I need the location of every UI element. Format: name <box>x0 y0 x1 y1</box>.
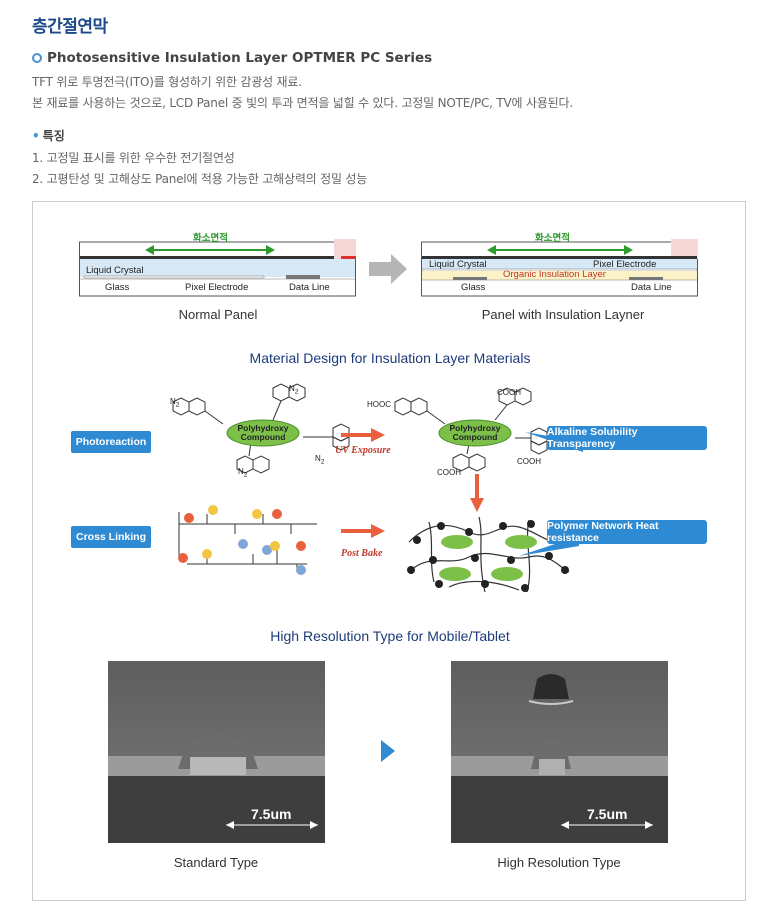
circle-bullet-icon <box>32 53 42 63</box>
red-bar <box>341 256 356 259</box>
a-group-4 <box>262 545 272 555</box>
data-line-block-left <box>453 277 487 280</box>
a-group-2 <box>252 509 262 519</box>
b-group-4 <box>296 541 306 551</box>
bottom-glass <box>80 279 355 295</box>
normal-panel-caption: Normal Panel <box>178 307 258 322</box>
a-group-1 <box>208 505 218 515</box>
gray-right-arrow-icon <box>369 254 407 284</box>
liquid-crystal-layer <box>422 259 697 271</box>
insulation-panel-diagram <box>421 239 698 297</box>
description-line-2: 본 재료를 사용하는 것으로, LCD Panel 중 빛의 투과 면적을 넓힐… <box>32 96 573 110</box>
n2-label-1: N2 <box>170 397 180 409</box>
n2-label-3: N2 <box>315 454 325 466</box>
normal-panel-diagram <box>79 239 356 297</box>
material-heading: Material Design for Insulation Layer Mat… <box>249 350 531 366</box>
black-matrix <box>422 256 697 259</box>
organic-insulation-label: Organic Insulation Layer <box>503 269 606 280</box>
left-data-line-label: Data Line <box>289 282 330 293</box>
a-group-3 <box>238 539 248 549</box>
pink-highlight <box>334 239 356 259</box>
b-group-3 <box>178 553 188 563</box>
b-group-1 <box>184 513 194 523</box>
photoreaction-label: Photoreaction <box>71 431 151 453</box>
sem-image-standard: 7.5um <box>108 661 325 843</box>
pink-highlight <box>671 239 698 259</box>
resolution-heading: High Resolution Type for Mobile/Tablet <box>270 628 510 644</box>
hooc-label: HOOC <box>367 400 391 409</box>
alkaline-solubility-callout: Alkaline Solubility Transparency <box>547 426 707 450</box>
b-group-5 <box>296 565 306 575</box>
description-line-1: TFT 위로 투명전극(ITO)를 형성하기 위한 감광성 재료. <box>32 75 302 89</box>
cooh-label-1: COOH <box>497 388 521 397</box>
pixel-electrode-line <box>83 275 265 279</box>
organic-insulation-layer <box>422 271 697 280</box>
features-heading: •특징 <box>32 127 65 144</box>
feature-item-2: 2. 고평탄성 및 고해상도 Panel에 적용 가능한 고해상력의 정밀 성능 <box>32 172 368 186</box>
standard-type-caption: Standard Type <box>173 855 259 870</box>
right-glass-label: Glass <box>461 282 486 293</box>
n2-label-4: N2 <box>238 467 248 479</box>
right-data-line-label: Data Line <box>631 282 672 293</box>
data-line-block <box>286 275 320 279</box>
data-line-block-right <box>629 277 663 280</box>
uv-exposure-label: UV Exposure <box>335 445 391 456</box>
arrow-head-right <box>266 245 275 255</box>
left-pixel-electrode-label: Pixel Electrode <box>185 282 249 293</box>
cross-linking-polymer-chains <box>178 505 317 575</box>
sem-image-high-resolution: 7.5um <box>451 661 668 843</box>
features-heading-text: 특징 <box>42 129 65 143</box>
cross-linking-label: Cross Linking <box>71 526 151 548</box>
red-down-arrow-icon <box>470 474 484 512</box>
blue-play-arrow-icon <box>381 740 395 762</box>
a-group-5 <box>202 549 212 559</box>
photoreaction-molecule-left <box>172 383 350 474</box>
post-bake-label: Post Bake <box>341 548 383 559</box>
liquid-crystal-layer <box>80 259 355 277</box>
cooh-label-2: COOH <box>517 457 541 466</box>
section-title: Photosensitive Insulation Layer OPTMER P… <box>32 50 432 66</box>
red-arrow-icon-2 <box>341 524 385 538</box>
b-group-2 <box>272 509 282 519</box>
section-title-text: Photosensitive Insulation Layer OPTMER P… <box>47 50 433 66</box>
insulation-panel-caption: Panel with Insulation Layner <box>481 307 645 322</box>
a-group-6 <box>270 541 280 551</box>
scale-label-standard: 7.5um <box>251 806 292 822</box>
high-resolution-type-caption: High Resolution Type <box>497 855 621 870</box>
left-glass-label: Glass <box>105 282 130 293</box>
black-matrix <box>80 256 355 259</box>
arrow-head-left <box>145 245 154 255</box>
polymer-network-callout: Polymer Network Heat resistance <box>547 520 707 544</box>
polyhydroxy-ellipse <box>226 419 300 447</box>
scale-label-high-resolution: 7.5um <box>587 806 628 822</box>
figure-box: 화소면적 Liquid Crystal Glass Pixel Electrod… <box>32 201 746 901</box>
cooh-label-3: COOH <box>437 468 461 477</box>
left-liquid-crystal-label: Liquid Crystal <box>86 265 144 276</box>
right-liquid-crystal-label: Liquid Crystal <box>429 259 487 270</box>
feature-item-1: 1. 고정밀 표시를 위한 우수한 전기절연성 <box>32 151 235 165</box>
right-pixel-area-label: 화소면적 <box>535 233 570 244</box>
right-pixel-electrode-label: Pixel Electrode <box>593 259 657 270</box>
red-arrow-icon-1 <box>341 428 385 442</box>
dot-bullet-icon: • <box>32 129 40 143</box>
left-pixel-area-label: 화소면적 <box>193 233 228 244</box>
page-title: 층간절연막 <box>32 17 108 37</box>
n2-label-2: N2 <box>289 384 299 396</box>
